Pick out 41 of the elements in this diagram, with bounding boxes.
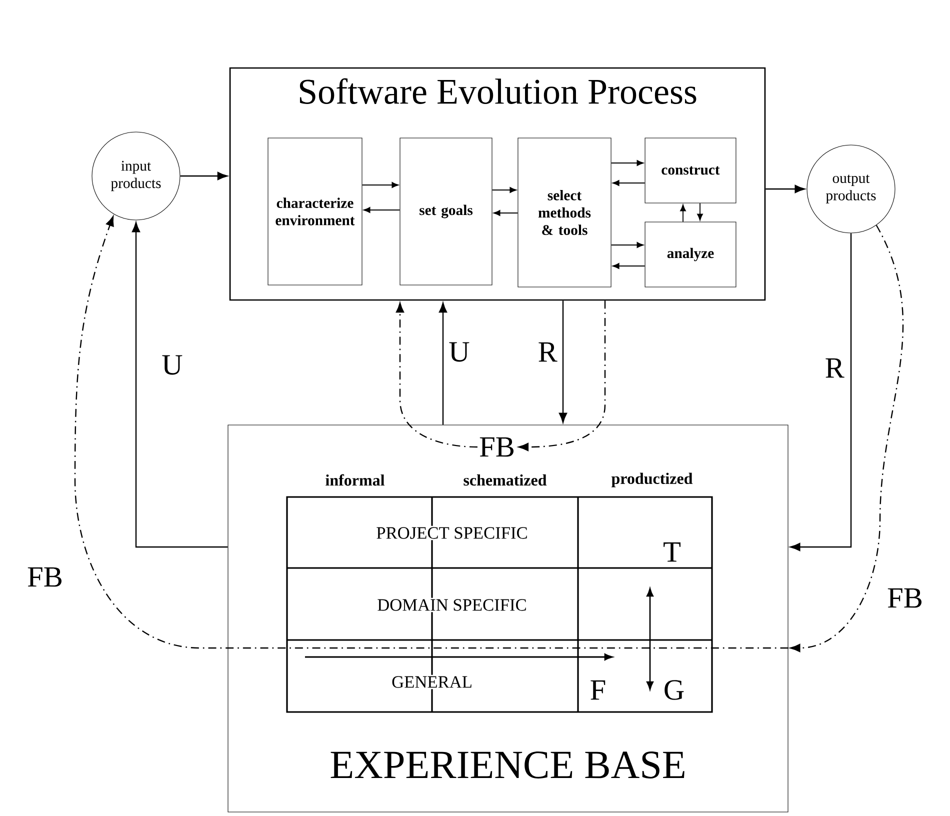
dashed-arrow <box>396 302 478 448</box>
dashed-arrow <box>790 224 904 652</box>
edge-label: FB <box>886 587 924 609</box>
arrow <box>364 207 400 213</box>
dashed-arrow <box>518 300 606 452</box>
row-label: DOMAIN SPECIFIC <box>376 598 528 612</box>
step-box: set goals <box>400 138 492 286</box>
row-label: PROJECT SPECIFIC <box>374 526 530 540</box>
step-box: select methods & tools <box>518 138 612 288</box>
dashed-arrow <box>74 216 788 649</box>
loop-label: FB <box>480 437 514 457</box>
arrow <box>610 242 644 248</box>
arrow <box>132 222 228 548</box>
column-header: schematized <box>462 473 548 487</box>
step-box: analyze <box>644 222 736 288</box>
arrow <box>697 202 703 220</box>
arrow <box>790 233 852 552</box>
edge-label: FB <box>26 566 64 588</box>
arrow-label: G <box>662 678 686 702</box>
arrow <box>558 300 568 423</box>
arrow <box>438 302 448 425</box>
edge-label: R <box>824 357 846 379</box>
step-box: characterize environment <box>268 138 362 286</box>
edge-label: U <box>447 340 472 364</box>
arrow <box>180 172 228 180</box>
arrow <box>492 187 516 193</box>
column-header: informal <box>324 472 386 488</box>
edge-label: U <box>160 354 184 376</box>
arrow <box>362 182 398 188</box>
arrow <box>612 263 646 269</box>
step-box: construct <box>644 138 736 204</box>
column-header: productized <box>610 471 694 489</box>
arrow <box>766 184 805 194</box>
arrow <box>612 180 646 186</box>
arrow <box>494 210 518 216</box>
edge-label: R <box>536 341 559 363</box>
arrow <box>610 160 644 166</box>
arrow <box>680 204 686 222</box>
arrow-label: F <box>588 679 608 701</box>
arrow-label: T <box>662 541 682 563</box>
row-label: GENERAL <box>390 674 474 690</box>
